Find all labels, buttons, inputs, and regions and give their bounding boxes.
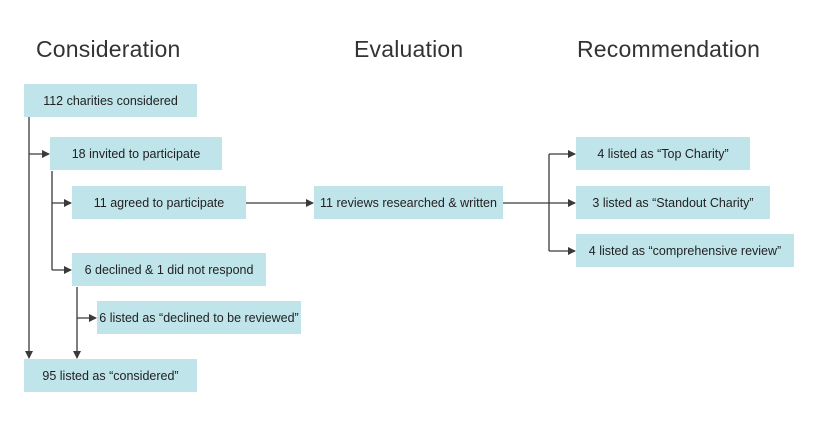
box-declined-listed: 6 listed as “declined to be reviewed” [97, 301, 301, 334]
column-heading-recommendation: Recommendation [577, 36, 761, 62]
box-comprehensive-review: 4 listed as “comprehensive review” [576, 234, 794, 267]
box-agreed: 11 agreed to participate [72, 186, 246, 219]
box-top-charity: 4 listed as “Top Charity” [576, 137, 750, 170]
box-standout-charity: 3 listed as “Standout Charity” [576, 186, 770, 219]
box-invited: 18 invited to participate [50, 137, 222, 170]
box-declined: 6 declined & 1 did not respond [72, 253, 266, 286]
box-reviews: 11 reviews researched & written [314, 186, 503, 219]
box-charities-considered: 112 charities considered [24, 84, 197, 117]
column-heading-evaluation: Evaluation [354, 36, 464, 62]
box-listed-considered: 95 listed as “considered” [24, 359, 197, 392]
column-heading-consideration: Consideration [36, 36, 181, 62]
